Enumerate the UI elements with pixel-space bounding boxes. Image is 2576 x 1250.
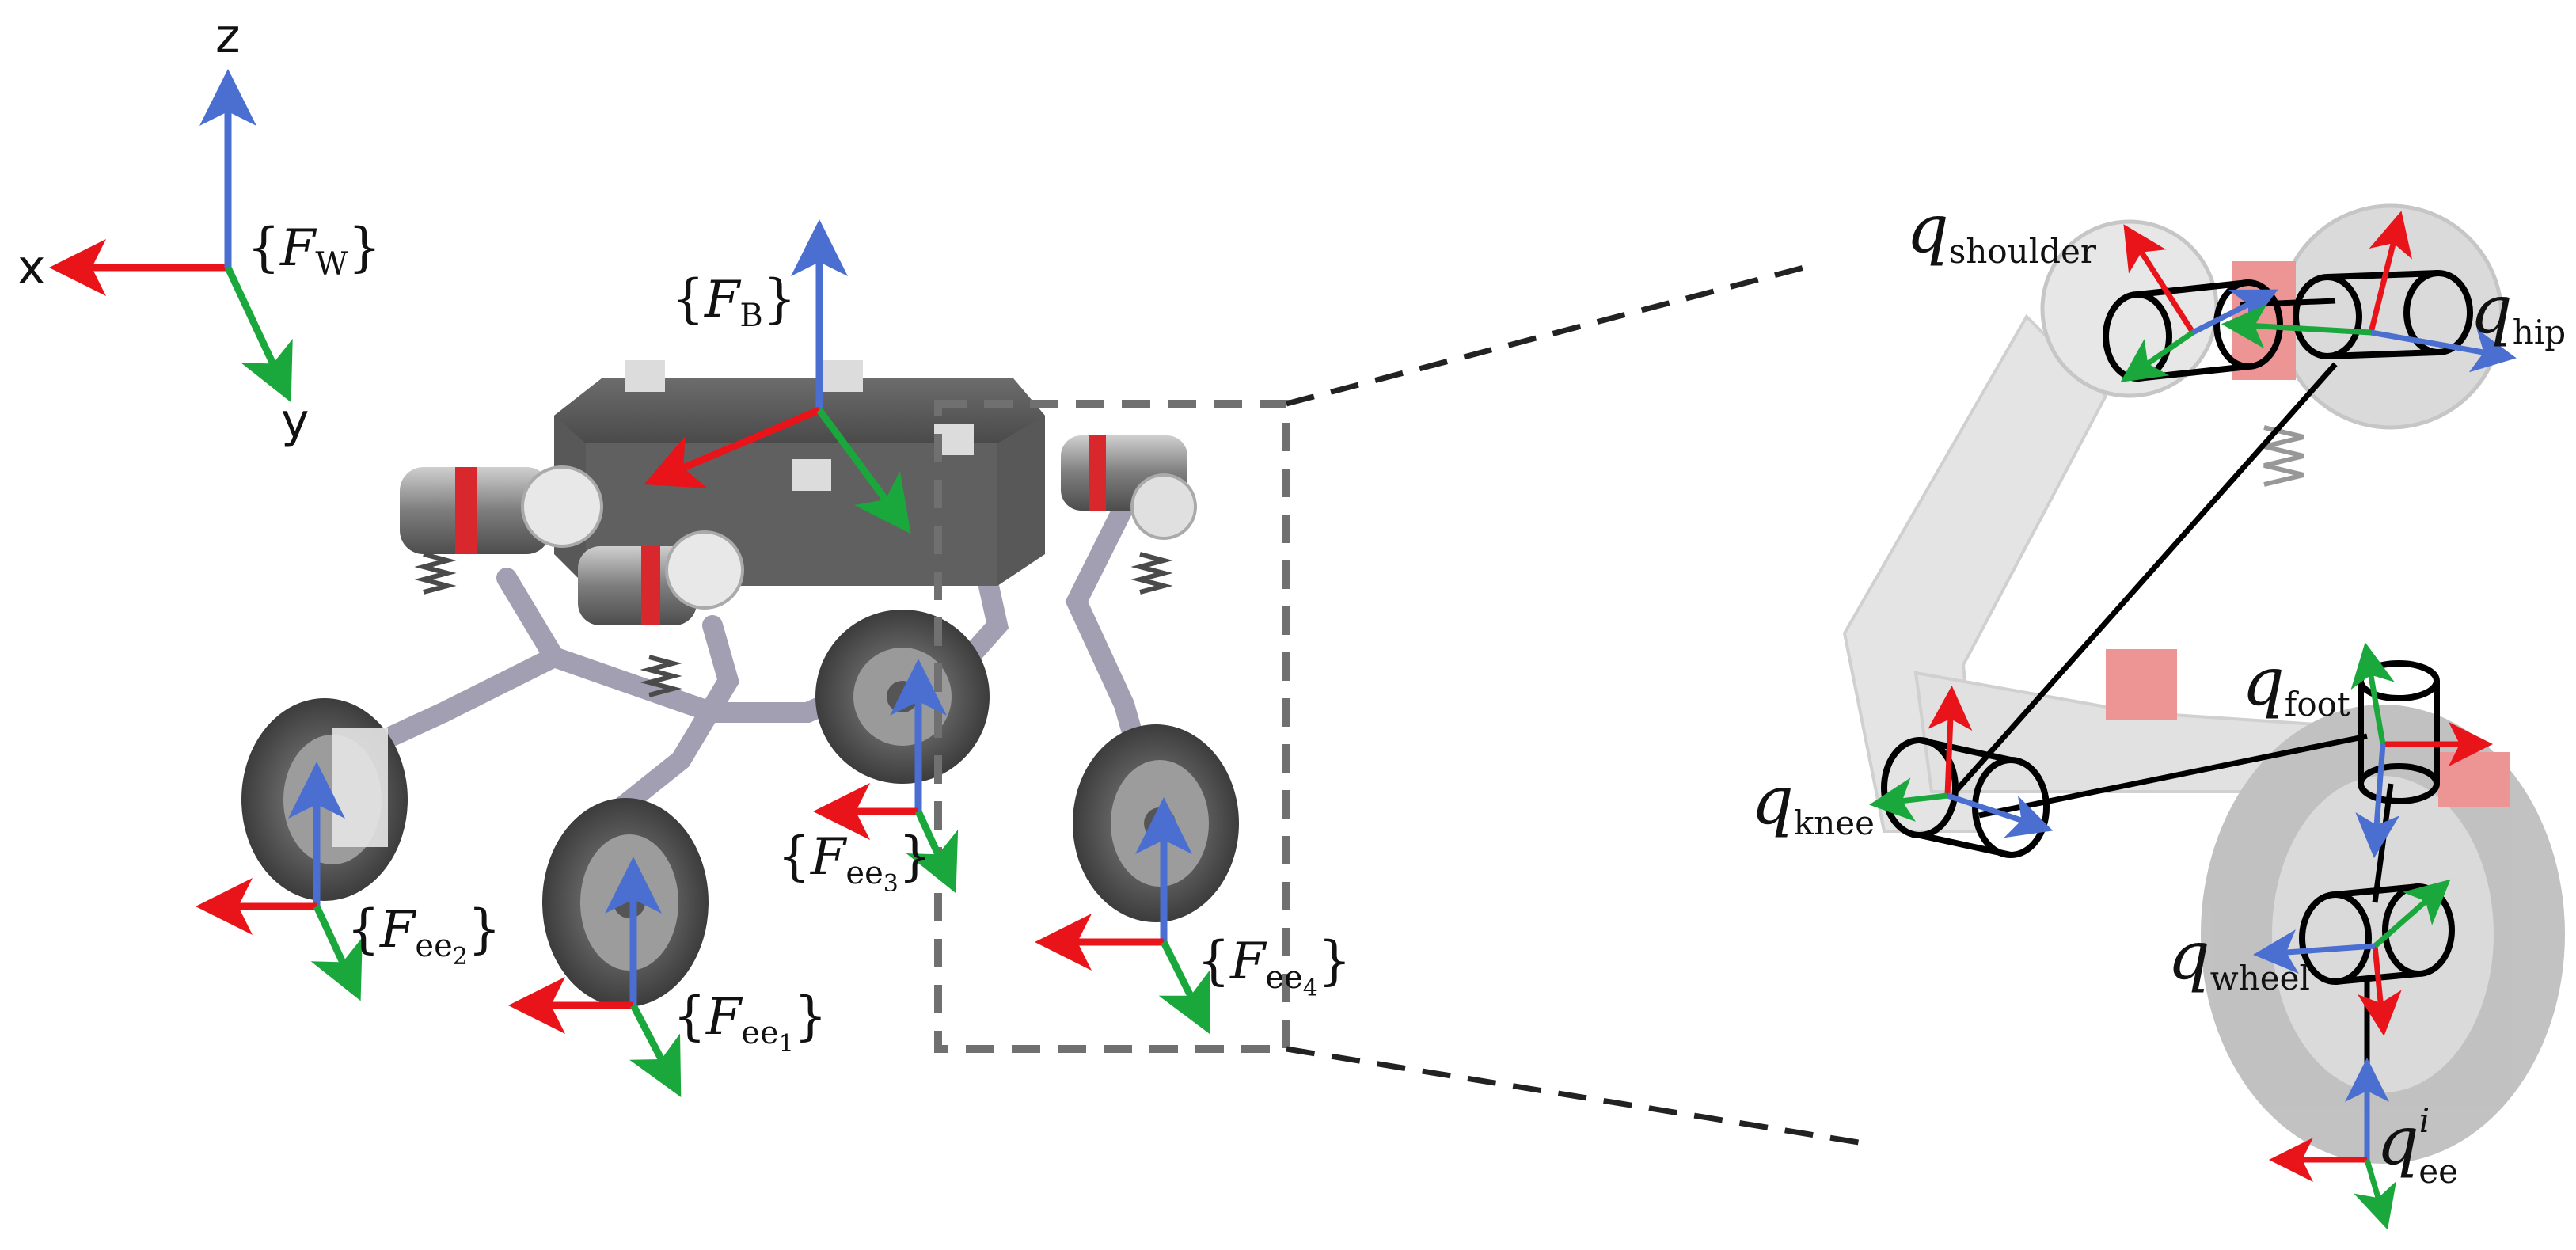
base-frame-axes: [644, 219, 911, 534]
hip-joint-axes: [2221, 211, 2517, 373]
joint-label-hip: qhip: [2470, 271, 2566, 351]
frame-label-base: {FB}: [671, 268, 796, 334]
zoom-indicator: [934, 262, 1869, 1147]
ee4-frame-axes: [1035, 797, 1210, 1035]
ee1-frame-axes: [508, 857, 682, 1097]
world-axis-z-label: z: [215, 9, 241, 64]
world-axis-x-label: x: [17, 240, 46, 295]
world-frame-axes: [49, 69, 293, 403]
robot-illustration: [241, 360, 1239, 1007]
frame-label-ee3: {Fee3}: [777, 826, 932, 898]
wheel-joint-axes: [2253, 879, 2451, 1036]
joint-label-wheel: qwheel: [2168, 917, 2310, 997]
robot-motors: [400, 435, 1197, 625]
wheel-ee1: [542, 798, 709, 1007]
frame-label-ee2: {Fee2}: [347, 899, 501, 971]
zoom-line-bottom: [1286, 1046, 1869, 1147]
wheel-ee2: [241, 698, 408, 901]
ee-joint-axes: [2269, 1058, 2397, 1230]
zoom-line-top: [1286, 262, 1814, 407]
knee-joint-axes: [1869, 686, 2054, 838]
world-y-arrow: [224, 266, 293, 403]
joint-label-knee: qknee: [1751, 762, 1875, 842]
robot-springs: [414, 552, 1173, 697]
zoom-box: [934, 400, 1290, 1053]
foot-joint-axes: [2350, 642, 2493, 858]
wheel-rear: [815, 610, 990, 784]
world-axis-y-label: y: [281, 393, 310, 449]
joint-label-shoulder: qshoulder: [1906, 190, 2097, 271]
frame-label-ee1: {Fee1}: [673, 986, 827, 1058]
ee3-frame-axes: [813, 659, 959, 894]
ee2-frame-axes: [196, 762, 363, 1001]
frame-label-ee4: {Fee4}: [1197, 930, 1351, 1002]
frame-label-world: {FW}: [247, 217, 382, 283]
joint-label-foot: qfoot: [2242, 643, 2350, 724]
wheel-ee4: [1073, 724, 1239, 922]
